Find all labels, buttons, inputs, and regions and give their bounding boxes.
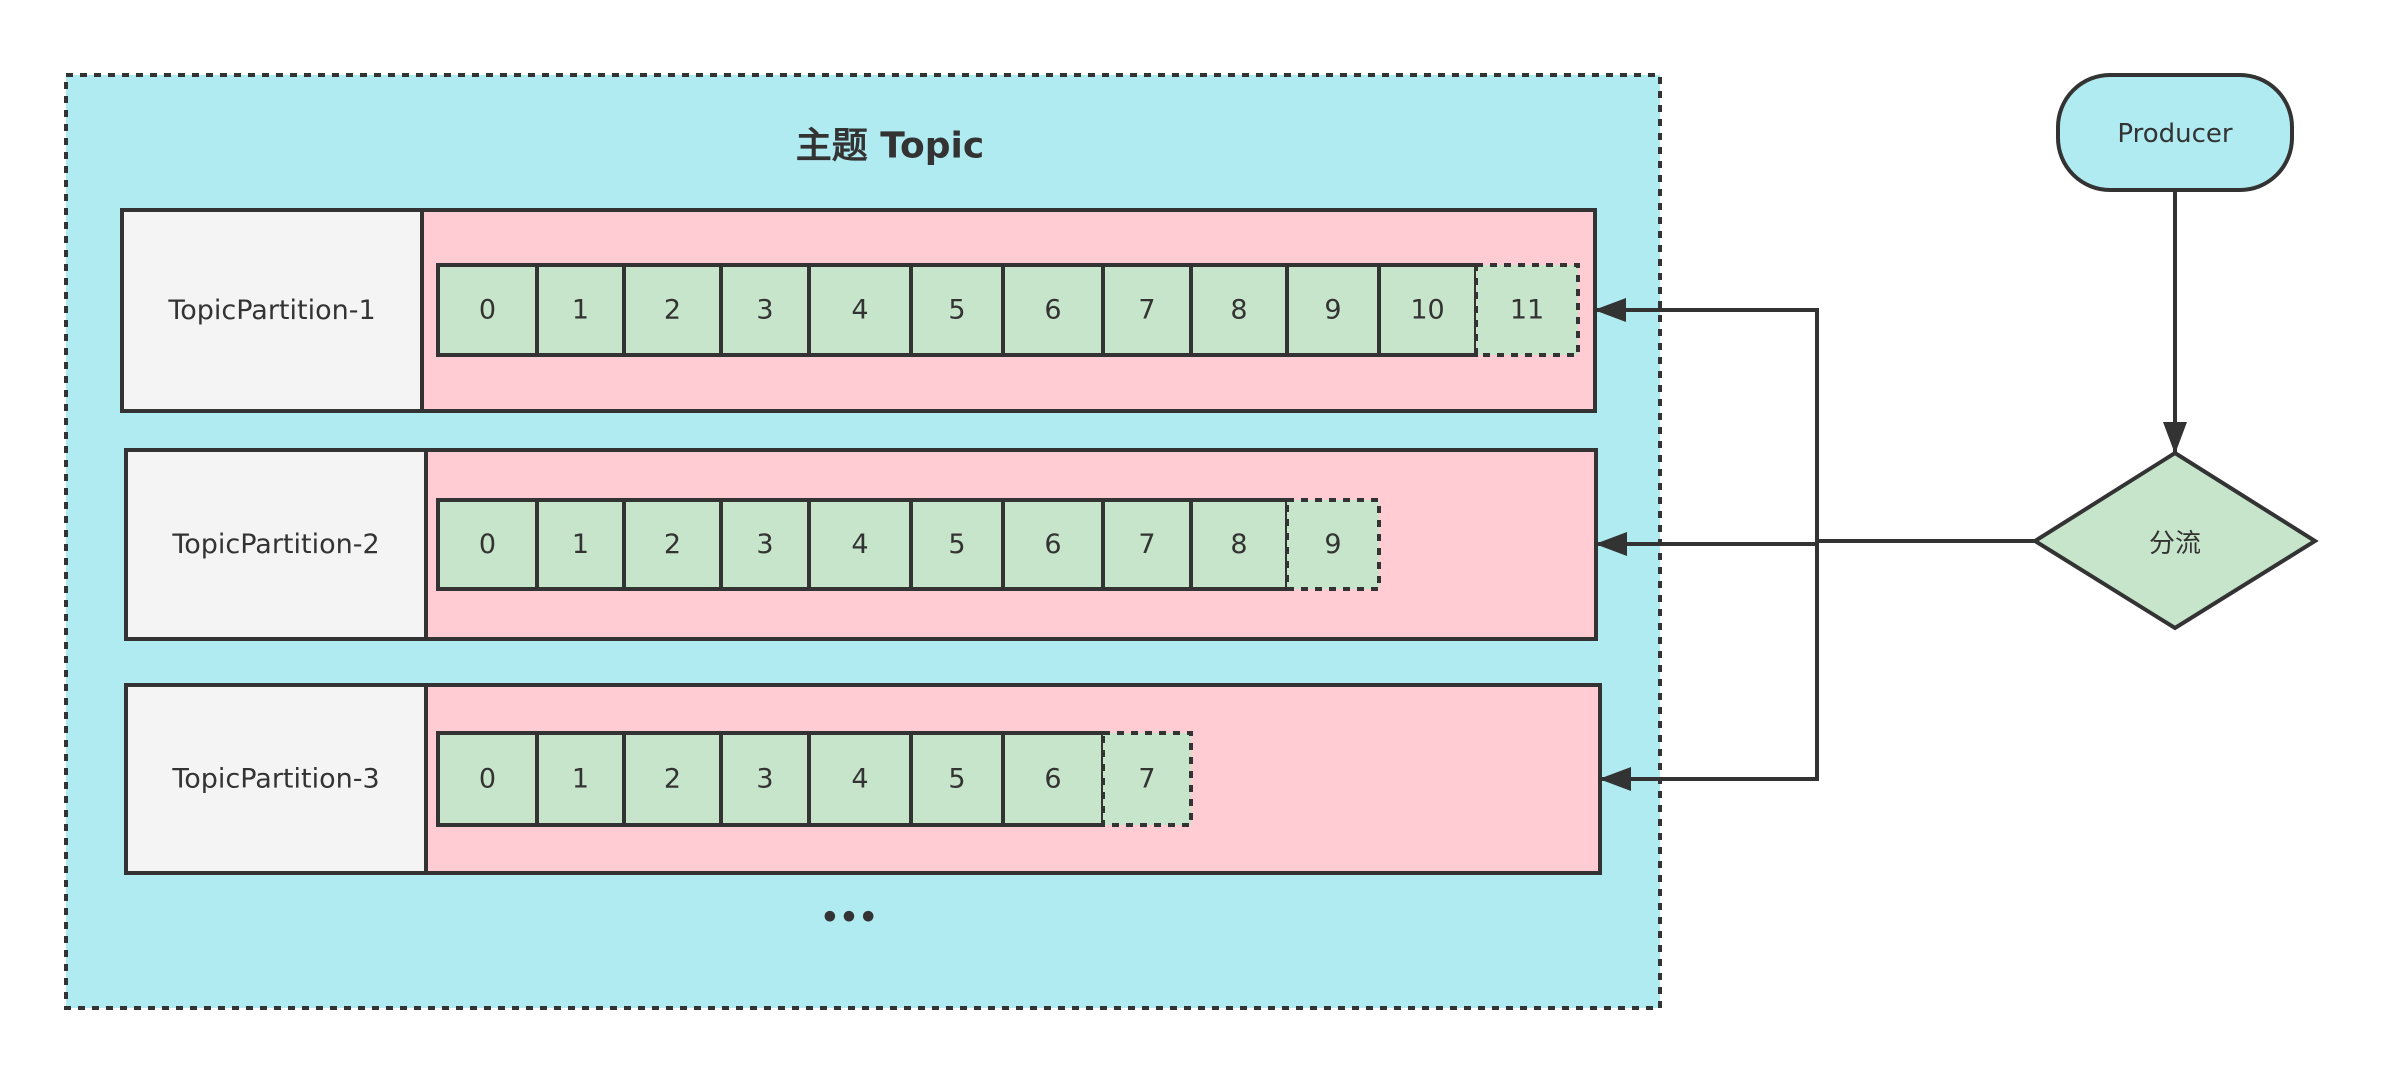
offset-number: 1 [572,764,589,795]
offset-number: 9 [1324,529,1341,560]
pending-offset-cell: 9 [1285,498,1381,591]
offset-cell-box [909,731,1005,827]
more-partitions-ellipsis: ••• [820,901,878,936]
offset-number: 6 [1044,764,1061,795]
offset-cell-box [807,498,913,591]
producer-label: Producer [2117,119,2233,149]
splitter-label: 分流 [2149,529,2201,559]
offset-cell-box [1189,498,1289,591]
topic-title: 主题 Topic [796,126,985,167]
offset-cell: 1 [535,263,626,357]
offset-number: 7 [1138,764,1155,795]
offset-cell-box [535,498,626,591]
offset-number: 11 [1510,295,1544,326]
route-line-3 [1599,541,1819,791]
offset-number: 5 [948,529,965,560]
offset-number: 4 [851,764,868,795]
producer-box [2056,73,2294,192]
offset-cell: 0 [436,731,539,827]
offset-cell: 8 [1189,498,1289,591]
offset-number: 10 [1410,295,1444,326]
offset-cell-box [719,731,811,827]
offset-number: 0 [479,764,496,795]
offset-number: 0 [479,529,496,560]
offset-number: 2 [664,529,681,560]
offset-number: 2 [664,764,681,795]
offset-cell: 1 [535,498,626,591]
offset-number: 8 [1230,529,1247,560]
offset-cell: 5 [909,263,1005,357]
offset-cell-box [1285,263,1381,357]
connectors [1594,190,2187,791]
offset-cell-box [436,498,539,591]
offset-cell-box [807,731,913,827]
offset-cell-box [909,498,1005,591]
offset-cell: 3 [719,263,811,357]
offset-cell-box [1377,263,1478,357]
offset-cell-box [719,498,811,591]
offset-number: 4 [851,529,868,560]
offset-number: 2 [664,295,681,326]
offset-cell: 10 [1377,263,1478,357]
offset-cell: 7 [1101,263,1193,357]
offset-cell: 4 [807,498,913,591]
offset-cell-box [1285,498,1381,591]
partition-label-box [120,208,424,413]
route-line-1 [1594,298,1819,541]
offset-cell: 3 [719,498,811,591]
offset-cell: 2 [622,731,723,827]
offset-number: 9 [1324,295,1341,326]
offset-number: 3 [756,295,773,326]
offset-cell-box [1001,731,1105,827]
offset-number: 7 [1138,295,1155,326]
offset-cell: 6 [1001,263,1105,357]
offset-number: 1 [572,529,589,560]
offset-number: 6 [1044,529,1061,560]
offset-cell: 1 [535,731,626,827]
partition-label: TopicPartition-2 [171,529,379,560]
topic-partition-1: TopicPartition-1 0 1 2 3 4 5 6 7 8 9 10 11 [120,208,1597,413]
offset-number: 4 [851,295,868,326]
offset-number: 7 [1138,529,1155,560]
offset-number: 0 [479,295,496,326]
pending-offset-cell: 11 [1474,263,1580,357]
offset-cell: 9 [1285,263,1381,357]
partition-label-box [124,683,428,875]
offset-number: 3 [756,529,773,560]
pending-offset-cell: 7 [1101,731,1193,827]
partition-label-box [124,448,428,641]
topic-partition-3: TopicPartition-3 0 1 2 3 4 5 6 7 [124,683,1602,875]
offset-cell: 2 [622,498,723,591]
offset-cell-box [436,731,539,827]
offset-cell: 5 [909,731,1005,827]
offset-cell: 2 [622,263,723,357]
offset-cell: 5 [909,498,1005,591]
offset-number: 1 [572,295,589,326]
offset-number: 5 [948,295,965,326]
offset-number: 6 [1044,295,1061,326]
splitter-node: 分流 [2031,450,2319,631]
offset-cell-box [1001,263,1105,357]
offset-cell: 4 [807,731,913,827]
offset-number: 3 [756,764,773,795]
offset-number: 5 [948,764,965,795]
partition-label: TopicPartition-3 [171,764,379,795]
offset-cell: 8 [1189,263,1289,357]
topic-partition-2: TopicPartition-2 0 1 2 3 4 5 6 7 8 9 [124,448,1598,641]
offset-number: 8 [1230,295,1247,326]
offset-cell-box [1101,731,1193,827]
offset-cell-box [807,263,913,357]
offset-cell: 6 [1001,498,1105,591]
partition-label: TopicPartition-1 [167,295,375,326]
offset-cell: 6 [1001,731,1105,827]
producer-node: Producer [2056,73,2294,192]
splitter-diamond [2031,450,2319,631]
offset-cell: 0 [436,498,539,591]
offset-cell: 3 [719,731,811,827]
offset-cell-box [1474,263,1580,357]
offset-cell: 7 [1101,498,1193,591]
offset-cell: 4 [807,263,913,357]
offset-cell: 0 [436,263,539,357]
